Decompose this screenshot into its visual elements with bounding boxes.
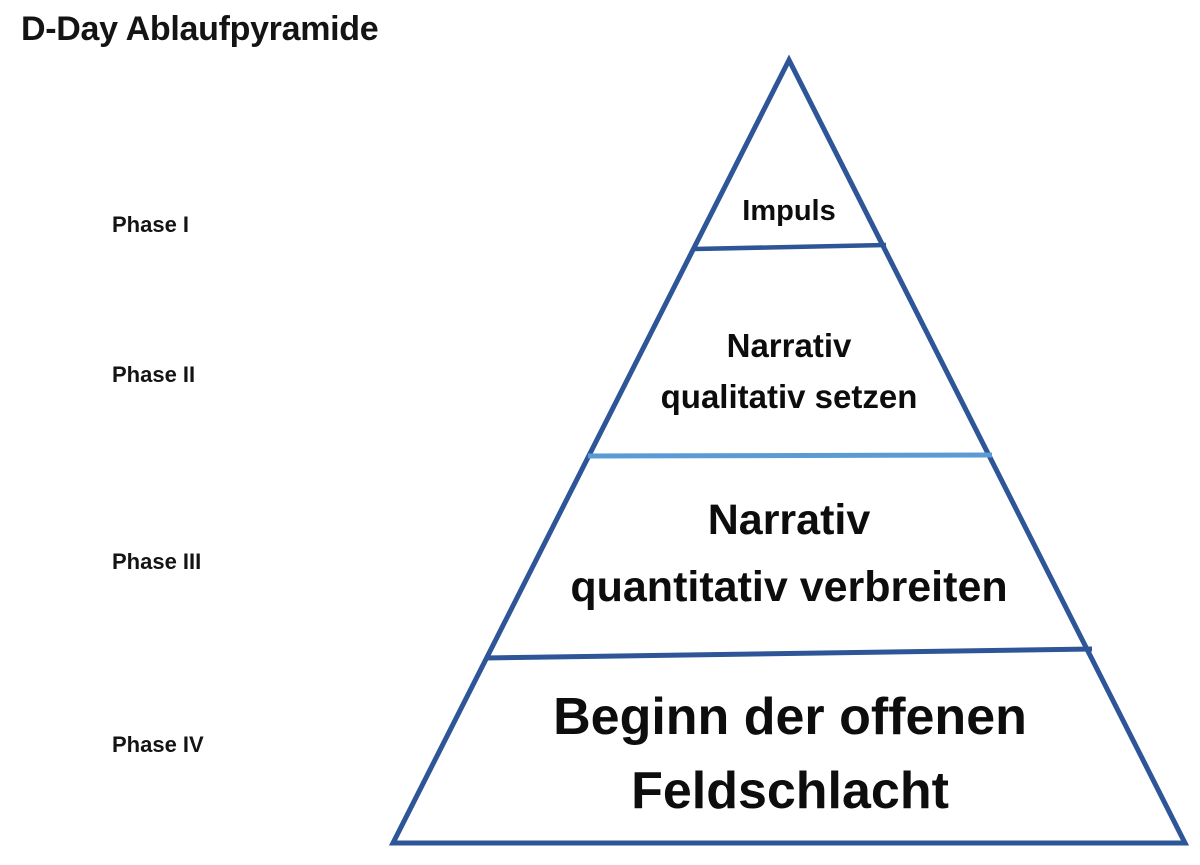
level-4-line-2: Feldschlacht	[631, 761, 949, 820]
pyramid-level-3-label: Narrativ quantitativ verbreiten	[486, 487, 1092, 620]
pyramid-outline	[388, 54, 1190, 846]
level-2-line-1: Narrativ	[726, 327, 852, 364]
divider-phase2-phase3	[587, 452, 993, 459]
pyramid-level-2-label: Narrativ qualitativ setzen	[589, 320, 989, 422]
phase-label-1: Phase I	[112, 212, 190, 237]
level-2-line-2: qualitativ setzen	[660, 378, 918, 416]
level-3-line-1: Narrativ	[707, 496, 871, 544]
divider-phase1-phase2	[693, 242, 887, 252]
level-3-line-2: quantitativ verbreiten	[570, 562, 1008, 611]
page-title: D-Day Ablaufpyramide	[21, 10, 379, 48]
phase-label-2: Phase II	[112, 362, 196, 387]
phase-label-4: Phase IV	[112, 732, 204, 757]
pyramid-level-1-label: Impuls	[639, 195, 939, 228]
level-4-line-1: Beginn der offenen	[553, 688, 1027, 746]
divider-phase3-phase4	[484, 646, 1093, 661]
level-1-line-1: Impuls	[742, 195, 836, 227]
phase-label-3: Phase III	[112, 549, 202, 574]
pyramid-level-4-label: Beginn der offenen Feldschlacht	[440, 681, 1140, 829]
